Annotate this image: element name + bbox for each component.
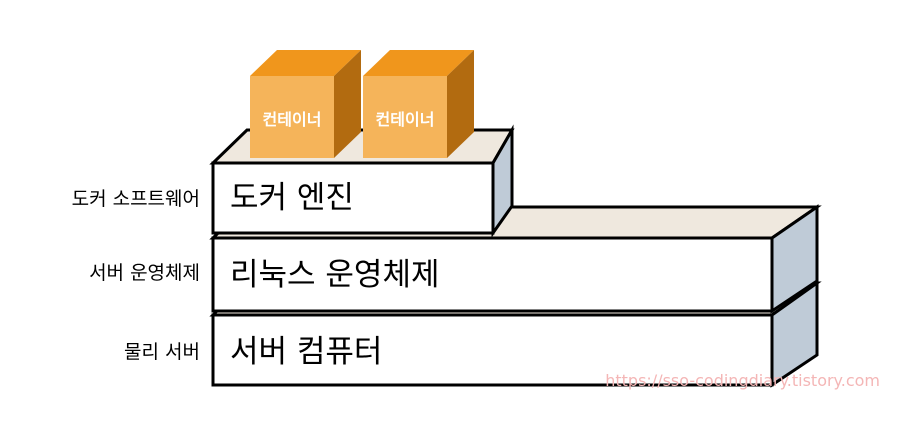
layer-docker-front bbox=[211, 161, 495, 235]
side-label-physical: 물리 서버 bbox=[124, 341, 200, 363]
container-1-side bbox=[334, 50, 361, 158]
side-label-docker: 도커 소프트웨어 bbox=[72, 188, 200, 210]
layer-os-label: 리눅스 운영체제 bbox=[230, 257, 440, 293]
container-2-label: 컨테이너 bbox=[376, 110, 435, 129]
container-1-top bbox=[250, 50, 361, 76]
side-label-os: 서버 운영체제 bbox=[89, 262, 200, 284]
container-box-1: 컨테이너 bbox=[250, 50, 361, 158]
container-1-front bbox=[250, 76, 334, 158]
container-2-top bbox=[363, 50, 474, 76]
layer-physical-label: 서버 컴퓨터 bbox=[230, 334, 382, 370]
layer-os-front bbox=[211, 236, 774, 313]
layer-docker-label: 도커 엔진 bbox=[230, 180, 354, 216]
container-2-side bbox=[447, 50, 474, 158]
watermark-text: https://sso-codingdiary.tistory.com bbox=[605, 371, 880, 390]
container-box-2: 컨테이너 bbox=[363, 50, 474, 158]
container-1-label: 컨테이너 bbox=[263, 110, 322, 129]
container-2-front bbox=[363, 76, 447, 158]
layer-physical-front bbox=[211, 313, 774, 387]
